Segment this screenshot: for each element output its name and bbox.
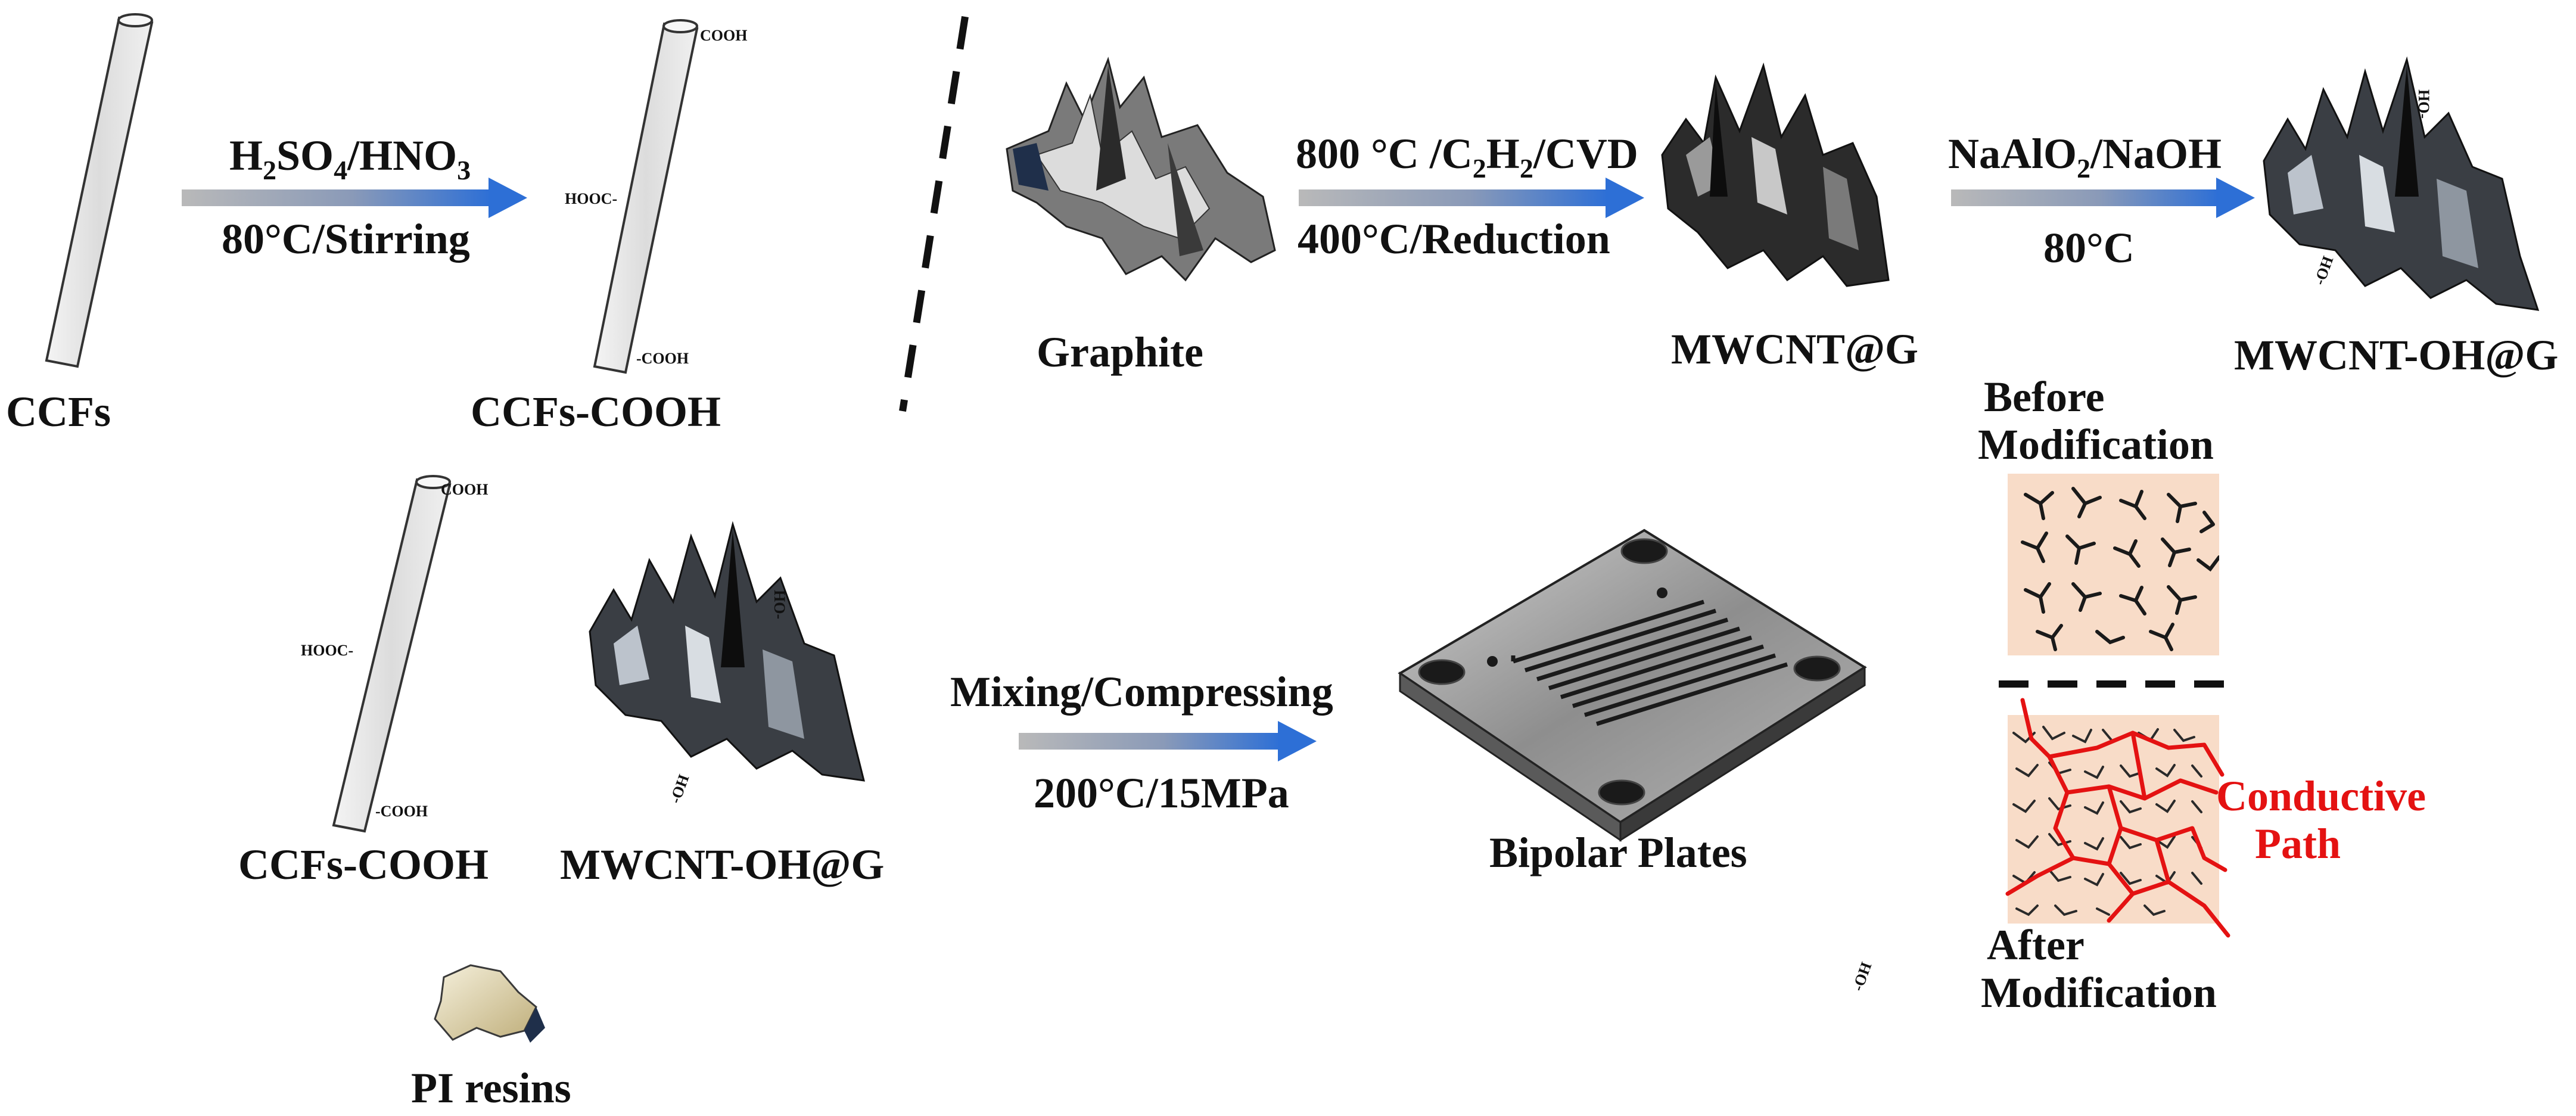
mwcnt-oh-g-label-bottom: MWCNT-OH@G xyxy=(560,841,884,888)
oh-group-bottom-bottom: -OH xyxy=(666,772,692,806)
mwcnt-g-image xyxy=(1661,62,1890,287)
oh-group-bottom-right: -OH xyxy=(2310,254,2337,287)
oh-group-top-bottom: HO- xyxy=(771,590,788,619)
before-modification-panel xyxy=(2008,474,2219,655)
cooh-group-top: COOH xyxy=(700,27,747,44)
naoh-conditions: 80°C xyxy=(2043,224,2135,272)
cooh-group-bottom-b: -COOH xyxy=(375,803,428,820)
before-label-line1: Before xyxy=(1984,373,2105,421)
ccfs-rod-top xyxy=(45,13,154,368)
conductive-path-label-line2: Path xyxy=(2255,820,2341,868)
after-label-line1: After xyxy=(1987,921,2085,969)
ccfs-cooh-rod-bottom xyxy=(332,475,452,833)
pi-resins-label: PI resins xyxy=(411,1064,571,1112)
pi-resin-image xyxy=(434,964,545,1043)
mwcnt-oh-g-label-top: MWCNT-OH@G xyxy=(2234,331,2558,379)
cvd-conditions-top: 800 °C /C2H2/CVD xyxy=(1296,130,1638,184)
conductive-path-label-line1: Conductive xyxy=(2216,772,2426,820)
bipolar-plates-label: Bipolar Plates xyxy=(1489,829,1747,876)
hooc-group-mid-b: HOOC- xyxy=(301,642,353,659)
mixing-arrow xyxy=(1019,721,1317,761)
graphite-label: Graphite xyxy=(1037,328,1203,376)
naoh-reagents: NaAlO2/NaOH xyxy=(1948,130,2222,184)
acid-treatment-reagents: H2SO4/HNO3 xyxy=(229,132,471,185)
after-modification-panel xyxy=(2005,698,2230,938)
stray-oh-label: -OH xyxy=(1849,960,1875,993)
ccfs-cooh-rod-top xyxy=(593,19,699,374)
naoh-arrow xyxy=(1951,178,2255,218)
hooc-group-mid: HOOC- xyxy=(565,190,617,207)
ccfs-cooh-label: CCFs-COOH xyxy=(471,388,721,436)
conductive-path-lines xyxy=(2005,698,2230,938)
compressing-conditions: 200°C/15MPa xyxy=(1034,769,1289,817)
dashed-divider xyxy=(899,16,969,412)
before-label-line2: Modification xyxy=(1978,421,2214,468)
mwcnt-oh-g-image-top xyxy=(2263,56,2540,311)
cvd-conditions-bottom: 400°C/Reduction xyxy=(1298,215,1610,263)
cooh-group-bottom: -COOH xyxy=(636,350,689,367)
ccfs-cooh-label-bottom: CCFs-COOH xyxy=(238,841,489,888)
mwcnt-oh-g-image-bottom xyxy=(589,521,865,782)
mixing-label: Mixing/Compressing xyxy=(950,668,1333,716)
acid-treatment-arrow xyxy=(182,178,527,218)
ccfs-label: CCFs xyxy=(6,388,111,436)
bipolar-plate-image xyxy=(1398,529,1867,842)
mwcnt-g-label: MWCNT@G xyxy=(1671,325,1918,373)
graphite-image xyxy=(1006,57,1276,282)
cvd-arrow xyxy=(1299,178,1644,218)
after-label-line2: Modification xyxy=(1981,969,2217,1016)
cooh-group-top-b: COOH xyxy=(441,481,488,498)
acid-treatment-conditions: 80°C/Stirring xyxy=(222,215,470,263)
oh-group-top-right: HO- xyxy=(2415,89,2432,119)
